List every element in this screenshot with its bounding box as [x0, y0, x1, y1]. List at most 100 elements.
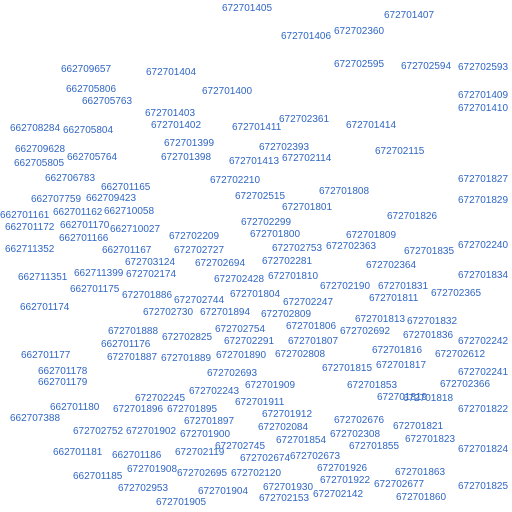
- map-label[interactable]: 662701176: [101, 339, 151, 350]
- map-label[interactable]: 672701813: [355, 314, 406, 325]
- map-label[interactable]: 672701854: [276, 435, 327, 446]
- map-label[interactable]: 672702825: [162, 332, 213, 343]
- map-label[interactable]: 672702677: [374, 479, 425, 490]
- map-label[interactable]: 672701894: [200, 307, 251, 318]
- map-label[interactable]: 672701897: [184, 416, 235, 427]
- map-label[interactable]: 672702676: [334, 415, 385, 426]
- map-label[interactable]: 672702242: [458, 336, 509, 347]
- map-label[interactable]: 662706783: [45, 173, 96, 184]
- map-label[interactable]: 672701409: [458, 90, 509, 101]
- map-label[interactable]: 672701896: [113, 404, 164, 415]
- map-label[interactable]: 662701167: [102, 245, 152, 256]
- map-label[interactable]: 672701888: [108, 326, 159, 337]
- map-label[interactable]: 672702210: [210, 175, 261, 186]
- map-label[interactable]: 672702174: [126, 269, 177, 280]
- map-label[interactable]: 672702594: [401, 61, 452, 72]
- map-label[interactable]: 672702299: [241, 217, 292, 228]
- map-label[interactable]: 672701404: [146, 67, 197, 78]
- map-label[interactable]: 672701411: [232, 122, 282, 133]
- map-label[interactable]: 672701405: [222, 3, 273, 14]
- map-label[interactable]: 672701801: [282, 202, 333, 213]
- map-label[interactable]: 662710027: [110, 224, 161, 235]
- map-label[interactable]: 672701829: [458, 195, 509, 206]
- map-label[interactable]: 672702727: [174, 245, 225, 256]
- map-label[interactable]: 662701170: [60, 220, 110, 231]
- map-label[interactable]: 672702808: [275, 349, 326, 360]
- map-label[interactable]: 672701823: [405, 434, 456, 445]
- map-label[interactable]: 662708284: [10, 123, 61, 134]
- map-label[interactable]: 672701817: [376, 360, 427, 371]
- map-label[interactable]: 662709657: [61, 64, 112, 75]
- map-label[interactable]: 672702595: [334, 59, 385, 70]
- map-label[interactable]: 672701835: [404, 246, 455, 257]
- map-label[interactable]: 672702114: [282, 153, 332, 164]
- map-label[interactable]: 672702361: [279, 114, 330, 125]
- map-label[interactable]: 672701816: [372, 345, 423, 356]
- map-label[interactable]: 672702366: [440, 379, 491, 390]
- map-label[interactable]: 672702241: [458, 367, 509, 378]
- map-label[interactable]: 672701800: [250, 229, 301, 240]
- map-label[interactable]: 672702119: [175, 447, 225, 458]
- map-label[interactable]: 672701804: [230, 289, 281, 300]
- map-label[interactable]: 672701831: [378, 281, 429, 292]
- map-label[interactable]: 672702363: [326, 241, 377, 252]
- map-label[interactable]: 672702153: [259, 493, 310, 504]
- map-label[interactable]: 672702291: [224, 336, 275, 347]
- map-label[interactable]: 672701810: [268, 271, 319, 282]
- map-label[interactable]: 662701181: [53, 447, 103, 458]
- map-label[interactable]: 672702692: [340, 326, 391, 337]
- map-label[interactable]: 672702693: [207, 368, 258, 379]
- map-label[interactable]: 662701175: [70, 284, 120, 295]
- map-label[interactable]: 662701180: [50, 402, 100, 413]
- map-label[interactable]: 662711352: [5, 244, 55, 255]
- map-label[interactable]: 672702281: [262, 256, 313, 267]
- map-label[interactable]: 672701413: [229, 156, 280, 167]
- map-label[interactable]: 672701855: [349, 441, 400, 452]
- map-label[interactable]: 672702142: [313, 489, 364, 500]
- map-label[interactable]: 672701822: [458, 404, 509, 415]
- map-label[interactable]: 672701400: [202, 86, 253, 97]
- map-label[interactable]: 662701185: [73, 471, 123, 482]
- map-label[interactable]: 672701887: [107, 352, 158, 363]
- map-label[interactable]: 672702365: [431, 288, 482, 299]
- map-label[interactable]: 672701407: [384, 10, 435, 21]
- map-label[interactable]: 672701930: [263, 482, 314, 493]
- map-label[interactable]: 662705763: [82, 96, 133, 107]
- map-label[interactable]: 672701808: [319, 186, 370, 197]
- map-label[interactable]: 672701811: [369, 293, 419, 304]
- map-label[interactable]: 672702209: [169, 231, 220, 242]
- map-label[interactable]: 672702674: [240, 453, 291, 464]
- map-label[interactable]: 662701179: [38, 377, 88, 388]
- map-label[interactable]: 672701825: [458, 481, 509, 492]
- map-label[interactable]: 672702240: [458, 240, 509, 251]
- map-label[interactable]: 672702115: [375, 146, 425, 157]
- map-label[interactable]: 672702745: [215, 441, 266, 452]
- map-label[interactable]: 662707388: [10, 413, 61, 424]
- map-label[interactable]: 662710058: [104, 206, 155, 217]
- map-label[interactable]: 672702695: [177, 468, 228, 479]
- map-label[interactable]: 672701410: [458, 103, 509, 114]
- map-label[interactable]: 672701403: [145, 108, 196, 119]
- map-label[interactable]: 672702753: [272, 243, 323, 254]
- map-label[interactable]: 672701904: [198, 486, 249, 497]
- map-label[interactable]: 672701398: [161, 152, 212, 163]
- map-label[interactable]: 672701806: [286, 321, 337, 332]
- map-label[interactable]: 672702360: [334, 26, 385, 37]
- map-label[interactable]: 662705804: [63, 125, 114, 136]
- map-label[interactable]: 672701819: [377, 392, 428, 403]
- map-label[interactable]: 662701172: [5, 222, 55, 233]
- map-label[interactable]: 672702364: [366, 260, 417, 271]
- map-label[interactable]: 672702308: [330, 429, 381, 440]
- map-label[interactable]: 672702593: [458, 62, 509, 73]
- map-label[interactable]: 672702744: [174, 295, 225, 306]
- map-label[interactable]: 672702754: [215, 324, 266, 335]
- map-label[interactable]: 672701836: [403, 330, 454, 341]
- map-label[interactable]: 662701186: [112, 450, 162, 461]
- map-label[interactable]: 672701889: [161, 353, 212, 364]
- map-label[interactable]: 662701165: [101, 182, 151, 193]
- map-label[interactable]: 672701926: [317, 463, 368, 474]
- map-label[interactable]: 662705764: [67, 152, 118, 163]
- map-label[interactable]: 672701863: [395, 467, 446, 478]
- map-label[interactable]: 672702953: [118, 483, 169, 494]
- map-label[interactable]: 672701818: [403, 393, 454, 404]
